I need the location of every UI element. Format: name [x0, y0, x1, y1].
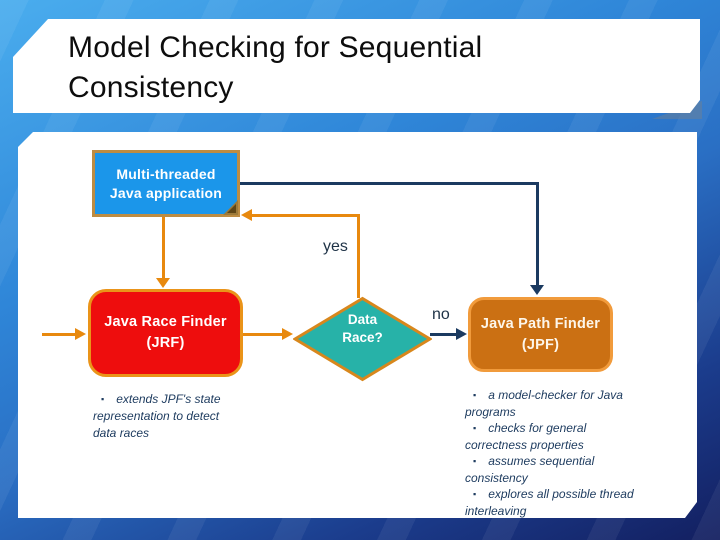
connector-no [430, 333, 457, 336]
connector-entry-left [42, 333, 76, 336]
connector-jrf-to-decision [243, 333, 283, 336]
jrf-box-line2: (JRF) [146, 335, 185, 351]
jrf-note-item: ▪extends JPF's state representation to d… [93, 391, 243, 442]
title-banner: Model Checking for Sequential Consistenc… [13, 19, 700, 113]
jpf-note-text: explores all possible thread interleavin… [465, 487, 634, 518]
connector-app-to-jrf [162, 217, 165, 278]
jpf-note-text: assumes sequential consistency [465, 454, 595, 485]
decision-diamond-shape [293, 296, 432, 382]
arrowhead-into-decision [282, 328, 293, 340]
edge-label-yes: yes [323, 238, 348, 255]
flow-node-java-application: Multi-threaded Java application [92, 150, 240, 217]
folded-corner-shade [227, 204, 236, 213]
app-box-line1: Multi-threaded [116, 165, 216, 182]
flow-node-java-path-finder: Java Path Finder (JPF) [468, 297, 613, 372]
bullet-marker-icon: ▪ [473, 489, 477, 499]
bullet-marker-icon: ▪ [473, 456, 477, 466]
edge-label-no: no [432, 306, 450, 323]
slide-content-panel: Multi-threaded Java application Java Rac… [18, 132, 697, 518]
jrf-note-text: extends JPF's state representation to de… [93, 392, 221, 440]
jpf-notes-list: ▪a model-checker for Java programs ▪chec… [465, 387, 641, 518]
decision-diamond-label: Data Race? [303, 311, 422, 347]
jpf-note-item: ▪a model-checker for Java programs [465, 387, 641, 420]
jpf-note-text: a model-checker for Java programs [465, 388, 623, 419]
connector-app-to-jpf-vertical [536, 182, 539, 285]
arrowhead-into-jpf-top [530, 285, 544, 295]
jpf-note-item: ▪explores all possible thread interleavi… [465, 486, 641, 518]
bullet-marker-icon: ▪ [101, 394, 105, 404]
jpf-box-line1: Java Path Finder [480, 315, 601, 332]
jrf-box-line1: Java Race Finder [104, 314, 227, 330]
arrowhead-yes-into-app [241, 209, 252, 221]
arrowhead-into-jrf-left [75, 328, 86, 340]
connector-yes-horizontal [245, 214, 360, 217]
app-box-line2: Java application [109, 184, 223, 201]
connector-app-to-jpf-horizontal [240, 182, 538, 185]
jpf-note-item: ▪assumes sequential consistency [465, 453, 641, 486]
jpf-note-text: checks for general correctness propertie… [465, 421, 587, 452]
bullet-marker-icon: ▪ [473, 390, 477, 400]
jpf-box-line2: (JPF) [521, 336, 560, 353]
bullet-marker-icon: ▪ [473, 423, 477, 433]
slide-title: Model Checking for Sequential Consistenc… [68, 31, 483, 104]
arrowhead-no-into-jpf [456, 328, 467, 340]
decision-line1: Data [347, 312, 378, 327]
arrowhead-into-jrf-top [156, 278, 170, 288]
jpf-note-item: ▪checks for general correctness properti… [465, 420, 641, 453]
decision-line2: Race? [342, 330, 383, 345]
connector-yes-vertical [357, 214, 360, 298]
jrf-notes-list: ▪extends JPF's state representation to d… [93, 391, 243, 442]
flow-node-java-race-finder: Java Race Finder (JRF) [88, 289, 243, 377]
